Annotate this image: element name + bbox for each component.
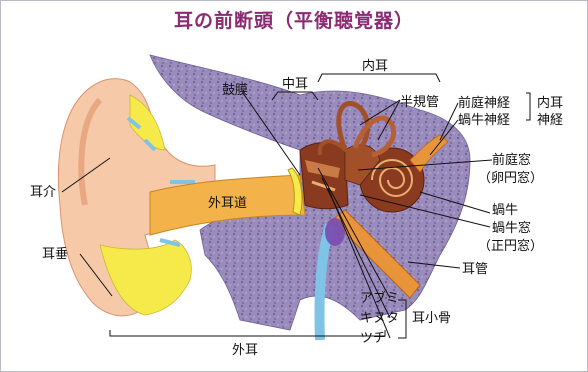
outer-ear-bracket [110,330,385,336]
middle-ear-cavity [300,143,348,209]
label-incus: キヌタ [360,311,399,326]
label-oval-window-alt: （卵円窓） [478,170,543,186]
label-inner-ear: 内耳 [362,58,388,74]
label-outer-ear: 外耳 [232,343,258,358]
label-stapes: ツチ [360,331,386,346]
label-round-window: 蝸牛窓 [492,220,531,236]
label-ossicles: 耳小骨 [412,311,451,326]
label-earlobe: 耳垂 [42,247,68,262]
label-auricle: 耳介 [30,185,56,200]
label-cochlear-nerve: 蝸牛神経 [458,113,510,128]
label-eustachian-tube: 耳管 [462,262,488,277]
label-eardrum: 鼓膜 [222,83,248,98]
label-cochlea: 蝸牛 [492,203,518,218]
label-oval-window: 前庭窓 [492,152,531,168]
inner-ear-bracket [318,74,440,82]
label-middle-ear: 中耳 [282,77,308,92]
label-inner-ear-nerve-1: 内耳 [537,95,563,111]
label-vestibular-nerve: 前庭神経 [458,95,510,111]
label-malleus: アブミ [360,290,399,306]
label-round-window-alt: （正円窓） [478,238,543,254]
nerve-brace [526,93,530,120]
label-semicircular-canals: 半規管 [400,95,439,110]
label-ear-canal: 外耳道 [208,196,247,211]
label-inner-ear-nerve-2: 神経 [537,113,563,128]
